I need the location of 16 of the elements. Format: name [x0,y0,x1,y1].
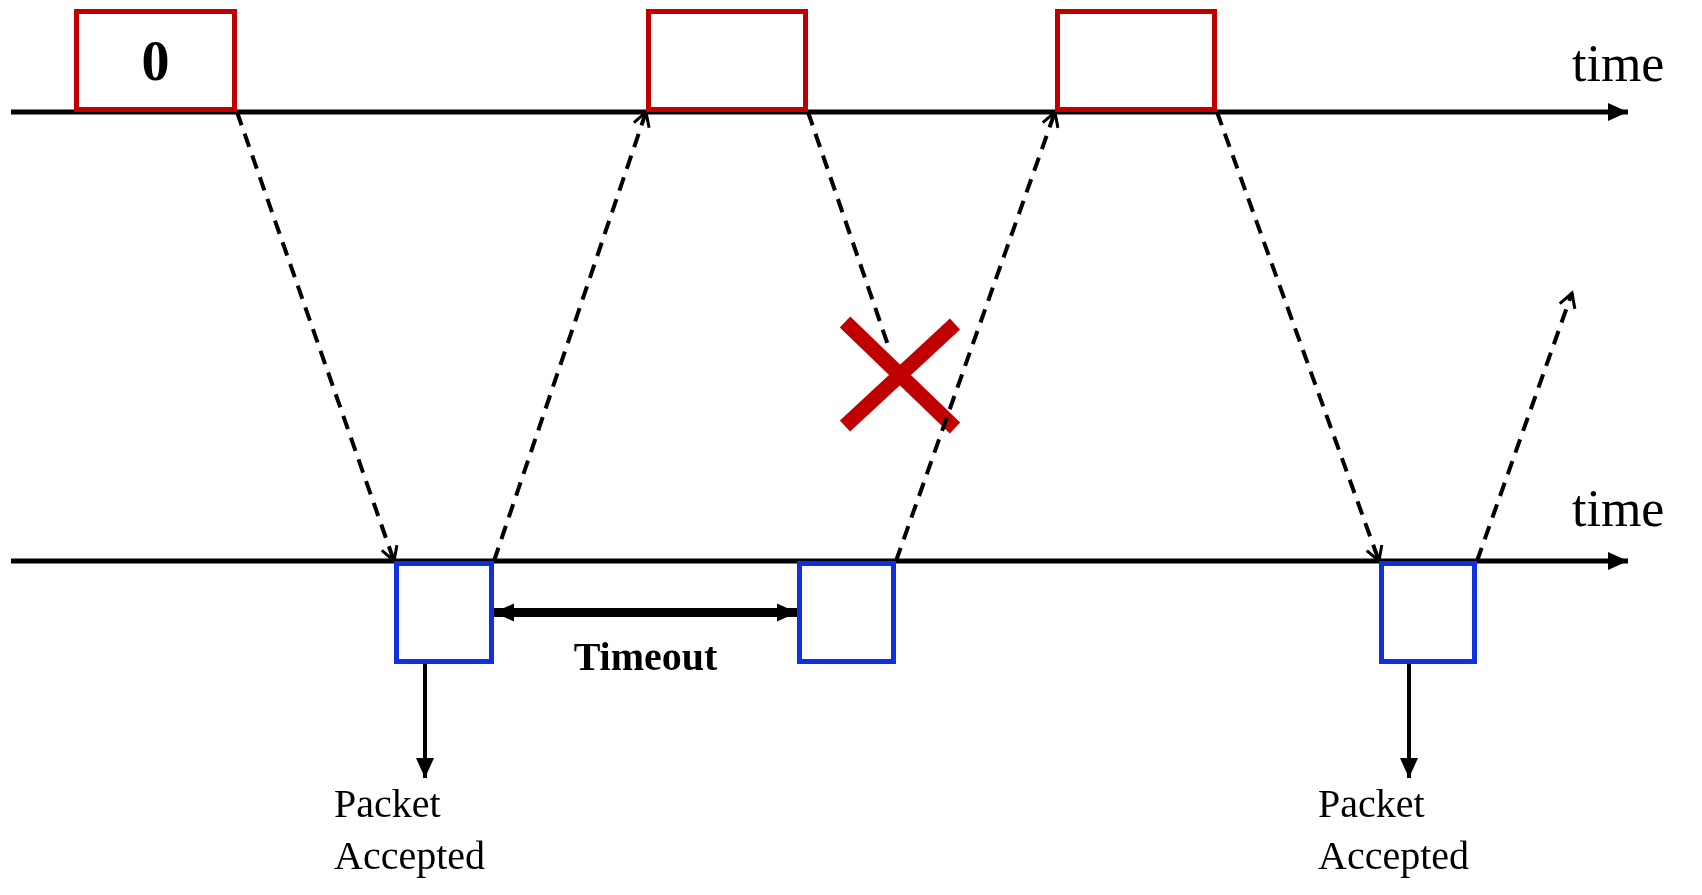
ack-box [797,561,896,664]
packet-box [646,9,808,112]
axis-label: time [1572,483,1665,535]
sequence-number: 0 [141,32,170,89]
dashed-line [806,111,890,346]
axis-label: time [1572,38,1665,90]
status-text: Packet Accepted [1318,778,1500,890]
dashed-arrow [1475,291,1577,562]
arrow [1400,664,1418,778]
arrow [494,603,797,622]
packet-box [74,9,237,112]
ack-box [1379,561,1477,664]
arrow [416,664,434,778]
ack-box [394,561,494,664]
packet-box [1055,9,1217,112]
status-text: Packet Accepted [334,778,516,890]
